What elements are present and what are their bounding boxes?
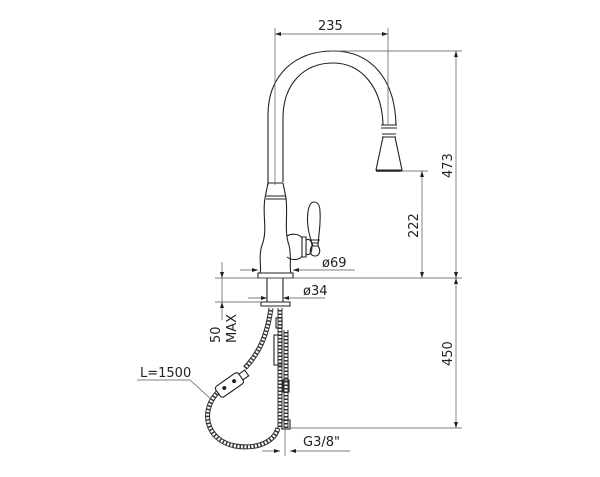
dim-base-diameter: ø69 bbox=[322, 256, 347, 271]
dim-hose-below: 450 bbox=[441, 341, 456, 366]
dimension-lines bbox=[137, 28, 462, 456]
dim-spout-reach: 235 bbox=[318, 19, 343, 34]
dim-hose-length: L=1500 bbox=[140, 366, 191, 381]
dim-counter-thickness-max: MAX bbox=[225, 314, 240, 343]
faucet-outline bbox=[257, 50, 403, 307]
dim-connection: G3/8" bbox=[303, 435, 340, 450]
hoses bbox=[205, 307, 291, 450]
dim-shank-diameter: ø34 bbox=[303, 284, 328, 299]
dim-spout-height: 222 bbox=[407, 213, 422, 238]
dim-total-height: 473 bbox=[441, 153, 456, 178]
dim-counter-thickness: 50 bbox=[209, 326, 224, 343]
